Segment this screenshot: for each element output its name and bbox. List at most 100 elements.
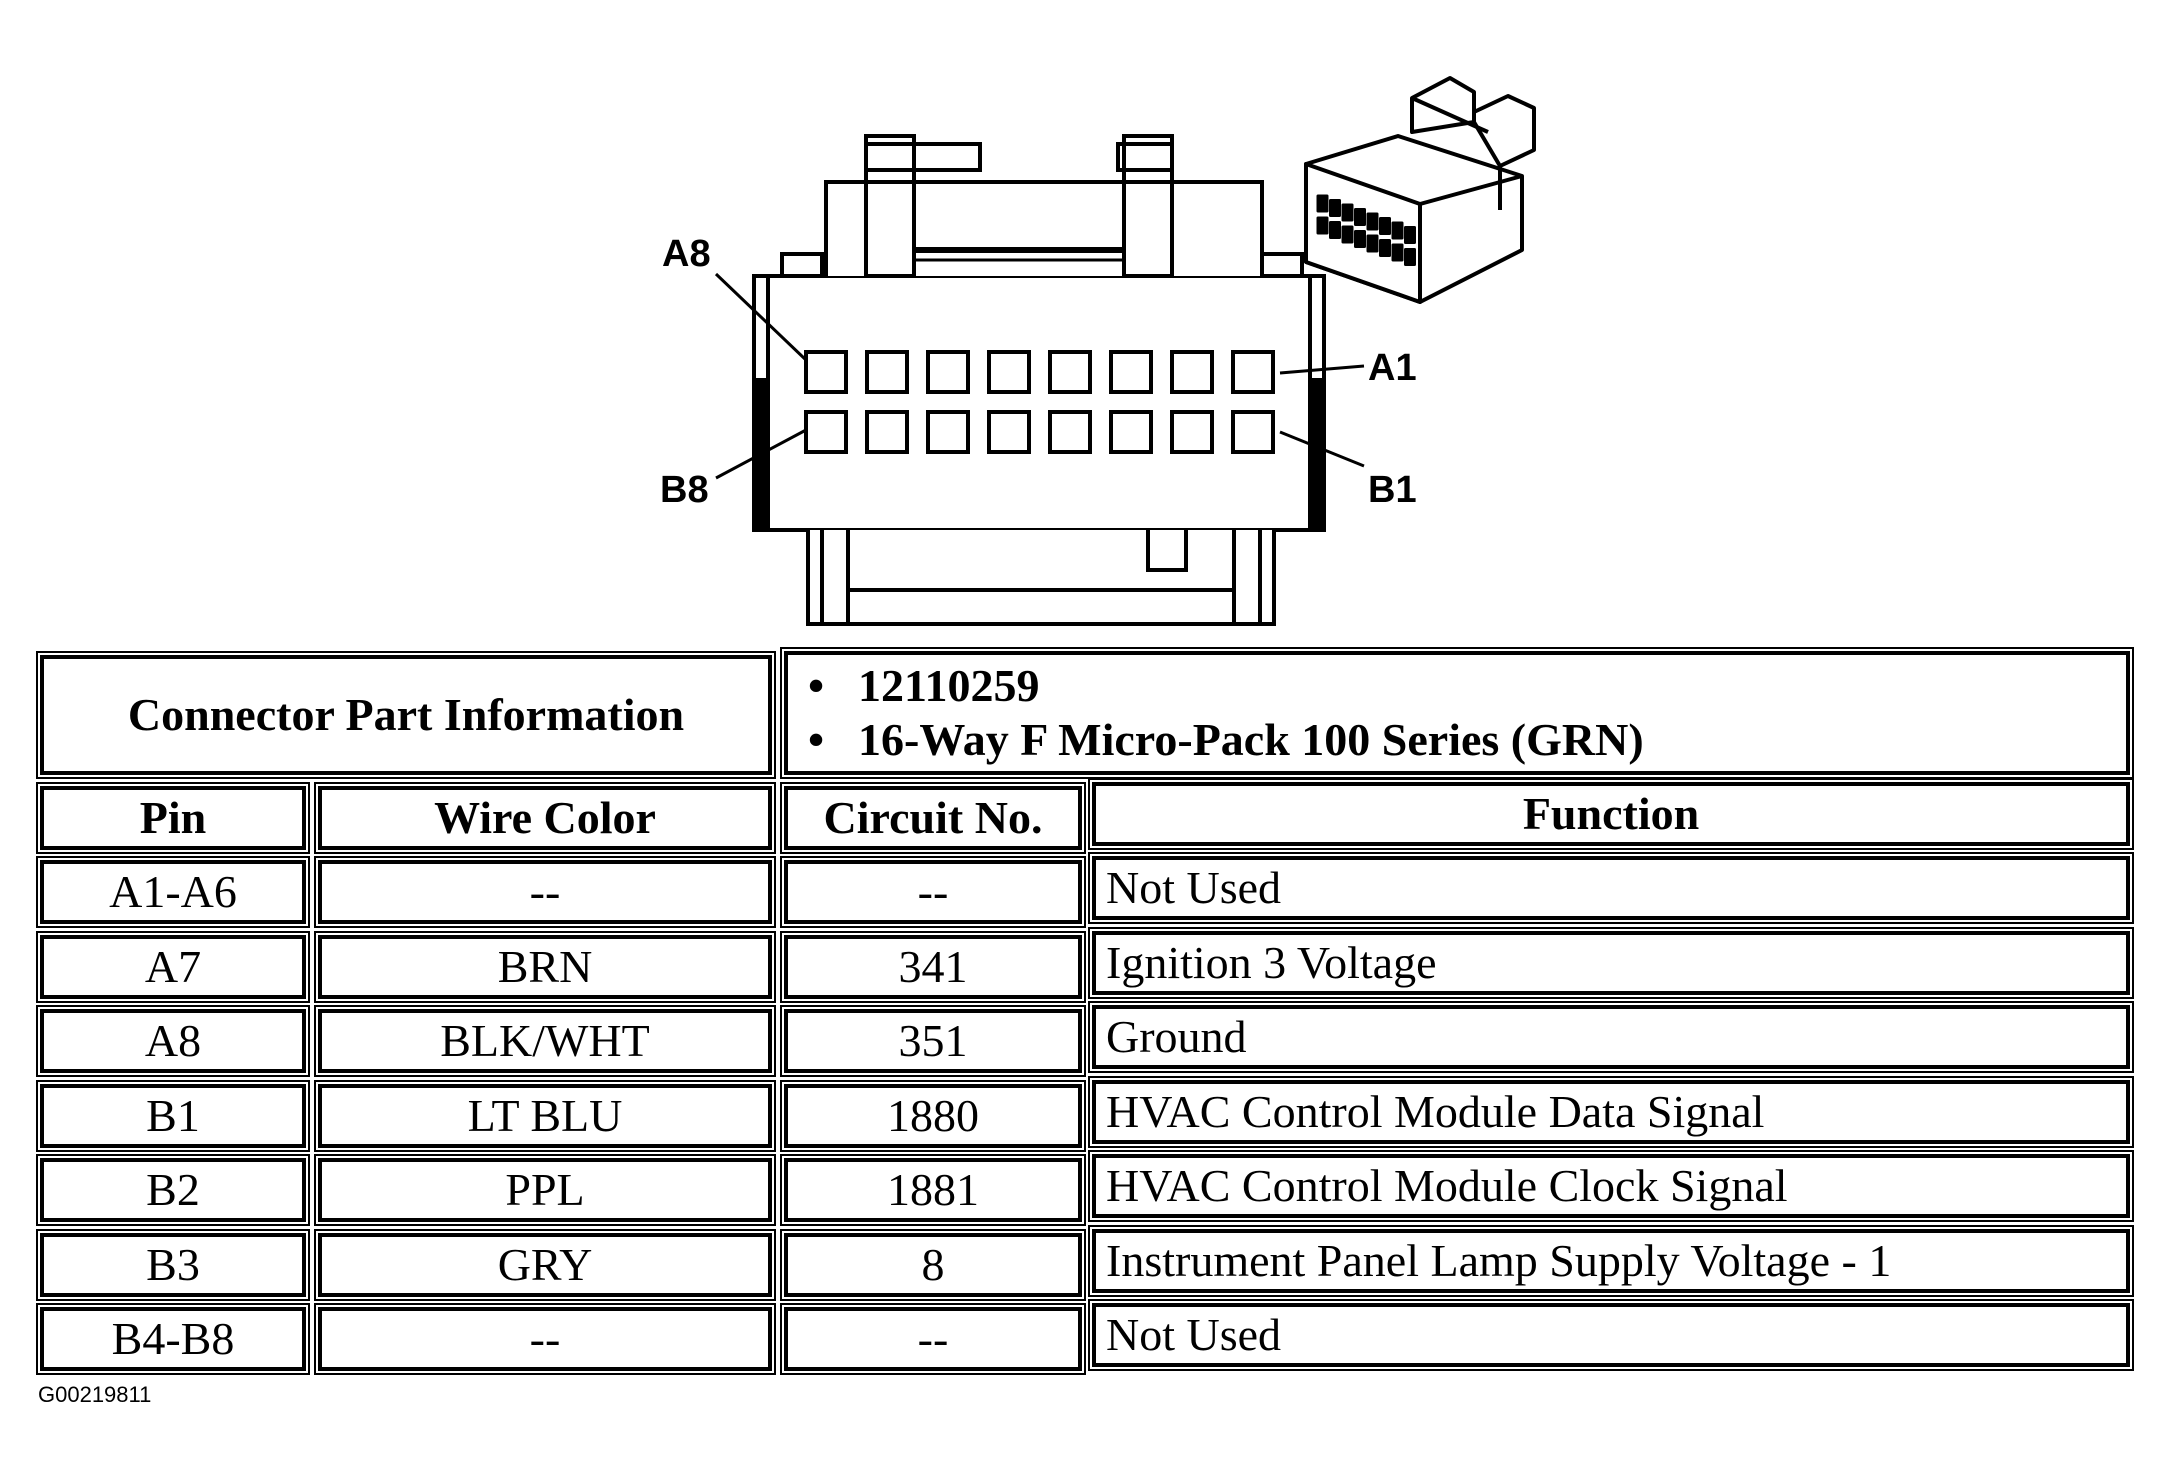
header-function-label: Function [1522,788,1700,839]
part-number: 12110259 [788,659,1644,713]
cell-circuit: -- [784,1307,1082,1371]
pin-cavity [804,410,848,454]
part-info-list: 12110259 16-Way F Micro-Pack 100 Series … [788,659,1644,768]
cell-circuit: 1880 [784,1083,1082,1148]
bottom-key [1146,530,1188,572]
iso-cavity [1316,194,1329,213]
cell-wire-color-text: PPL [505,1164,585,1215]
part-info-label: Connector Part Information [127,689,685,740]
cell-function: Not Used [1092,856,2130,920]
cell-function: HVAC Control Module Data Signal [1092,1079,2130,1144]
header-pin-label: Pin [139,792,207,843]
pin-cavity [1048,350,1092,394]
leader-lines [714,272,1365,480]
cell-pin: B2 [40,1158,306,1222]
connector-housing [752,274,1326,532]
cell-wire-color: -- [318,1307,772,1371]
iso-top-edge [1419,174,1523,206]
leader-b1 [1279,430,1365,468]
cell-pin-text: B4-B8 [111,1313,235,1364]
cell-circuit-text: -- [917,866,949,917]
cell-pin: B1 [40,1083,306,1148]
cell-circuit: 341 [784,934,1082,999]
cell-pin: A1-A6 [40,860,306,924]
iso-latch-left [1410,76,1476,134]
header-circuit-label: Circuit No. [823,792,1043,843]
connector-face-view [752,134,1326,626]
iso-cavity [1404,248,1416,266]
iso-cavity [1329,199,1341,217]
pin-cavity [865,410,909,454]
cell-wire-color-text: -- [529,1313,561,1364]
pin-cavity [804,350,848,394]
iso-cavity [1366,234,1379,253]
cell-function-text: Ignition 3 Voltage [1106,936,1437,988]
iso-cavity [1354,230,1366,248]
pin-cavity [987,410,1031,454]
cell-circuit-text: 341 [898,940,968,992]
leader-a1 [1279,364,1365,375]
iso-cavity [1316,216,1329,235]
cell-wire-color: -- [318,860,772,924]
cell-function-text: Instrument Panel Lamp Supply Voltage - 1 [1106,1234,1892,1286]
cell-function: Ignition 3 Voltage [1092,930,2130,995]
cell-circuit-text: -- [917,1313,949,1364]
cell-function-text: HVAC Control Module Clock Signal [1106,1160,1788,1211]
cell-function-text: HVAC Control Module Data Signal [1106,1085,1765,1137]
cell-pin-text: A7 [144,940,202,992]
header-pin: Pin [40,786,306,850]
iso-cavity [1379,217,1391,235]
cell-wire-color-text: LT BLU [467,1089,623,1141]
iso-cavity [1379,239,1391,257]
latch-arm-right [1116,136,1174,172]
cell-wire-color-text: BLK/WHT [440,1015,650,1066]
pin-cavity [1109,350,1153,394]
cell-pin: B3 [40,1232,306,1297]
pin-cavity [987,350,1031,394]
pin-cavity [1170,410,1214,454]
pin-label-a1: A1 [1368,347,1417,389]
connector-diagram: A8 A1 B8 B1 [660,76,1536,626]
cell-wire-color-text: BRN [497,940,593,992]
cell-wire-color: BLK/WHT [318,1009,772,1073]
cell-wire-color-text: -- [529,866,561,917]
leader-a8 [714,272,808,362]
connector-isometric-icon [1304,76,1536,304]
header-wire-color: Wire Color [318,786,772,850]
latch-post-left [864,180,916,278]
cell-function-text: Not Used [1106,862,1282,913]
cell-pin-text: A1-A6 [109,866,237,917]
pin-cavity [1231,410,1275,454]
cell-circuit-text: 351 [898,1015,968,1066]
cell-pin-text: B3 [146,1238,200,1290]
leader-b8 [715,428,807,480]
cell-pin: B4-B8 [40,1307,306,1371]
iso-cavity [1391,243,1404,262]
pin-cavity [1048,410,1092,454]
part-info-label-cell: Connector Part Information [40,655,772,775]
iso-cavity [1366,212,1379,231]
iso-cavity [1404,226,1416,244]
iso-cavity-grid [1316,194,1416,266]
pin-label-b8: B8 [660,469,709,511]
iso-cavity [1391,221,1404,240]
cell-circuit-text: 8 [921,1238,945,1290]
cell-circuit: 1881 [784,1158,1082,1222]
header-wire-color-label: Wire Color [434,792,656,843]
iso-cavity [1341,225,1354,244]
cell-circuit: 8 [784,1232,1082,1297]
cell-function-text: Ground [1106,1011,1247,1062]
latch-post-right [1122,180,1174,278]
cell-pin-text: A8 [144,1015,202,1066]
iso-cavity [1329,221,1341,239]
pin-cavity [926,350,970,394]
cell-function-text: Not Used [1106,1309,1282,1360]
cell-circuit: 351 [784,1009,1082,1073]
pin-cavity [1231,350,1275,394]
iso-latch-line [1411,96,1489,134]
iso-cavity [1341,203,1354,222]
cell-function: Not Used [1092,1303,2130,1367]
cell-function: Ground [1092,1005,2130,1069]
pin-label-b1: B1 [1368,469,1417,511]
cell-function: Instrument Panel Lamp Supply Voltage - 1 [1092,1228,2130,1293]
